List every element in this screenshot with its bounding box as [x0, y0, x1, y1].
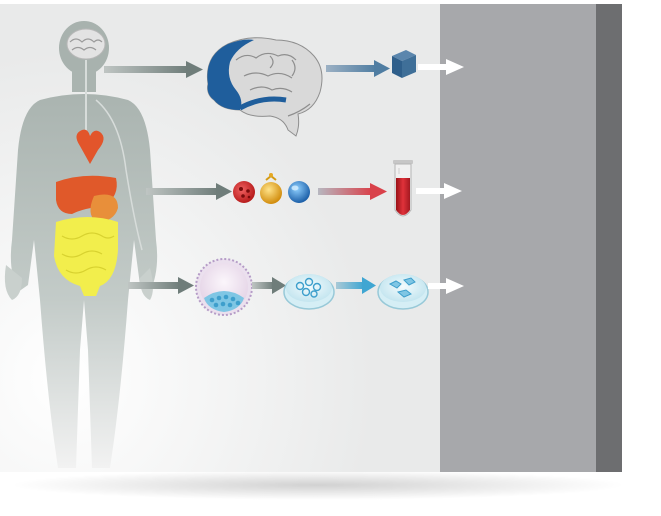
- brain-icon: [206, 37, 323, 137]
- stomach-organ: [90, 194, 118, 222]
- canvas-edge: [596, 4, 622, 472]
- blood-row: [146, 160, 462, 217]
- test-tube-icon: [393, 160, 413, 217]
- red-blood-cell-icon: [233, 181, 255, 203]
- neck-shape: [72, 70, 96, 92]
- output-arrow-row3: [428, 278, 464, 294]
- output-arrow-row2: [416, 183, 462, 199]
- embryo-icon: [195, 258, 253, 316]
- platelet-icon: [260, 173, 282, 204]
- intestine-folds: [61, 232, 115, 274]
- arrow-embryo-to-dish: [252, 277, 286, 294]
- cell-culture-icon: [377, 274, 429, 310]
- arrow-body-to-brain: [104, 61, 203, 78]
- white-cell-icon: [288, 181, 310, 203]
- output-arrow-row1: [418, 59, 464, 75]
- canvas-shadow: [8, 470, 628, 500]
- brain-row: [104, 37, 464, 137]
- arrow-brain-to-cube: [326, 60, 390, 77]
- cell-row: [128, 258, 464, 316]
- left-hand-shape: [4, 265, 22, 300]
- petri-dish-icon: [283, 274, 335, 310]
- arrow-dish-to-culture: [336, 277, 376, 294]
- head-brain-icon: [66, 28, 106, 60]
- canvas-side-panel: [440, 4, 596, 472]
- arrow-body-to-blood: [146, 183, 232, 200]
- heart-organ: [76, 129, 104, 164]
- arrow-body-to-embryo: [128, 277, 194, 294]
- cube-icon: [392, 50, 416, 78]
- arrow-blood-to-tube: [318, 183, 387, 200]
- nerve-line: [95, 99, 143, 251]
